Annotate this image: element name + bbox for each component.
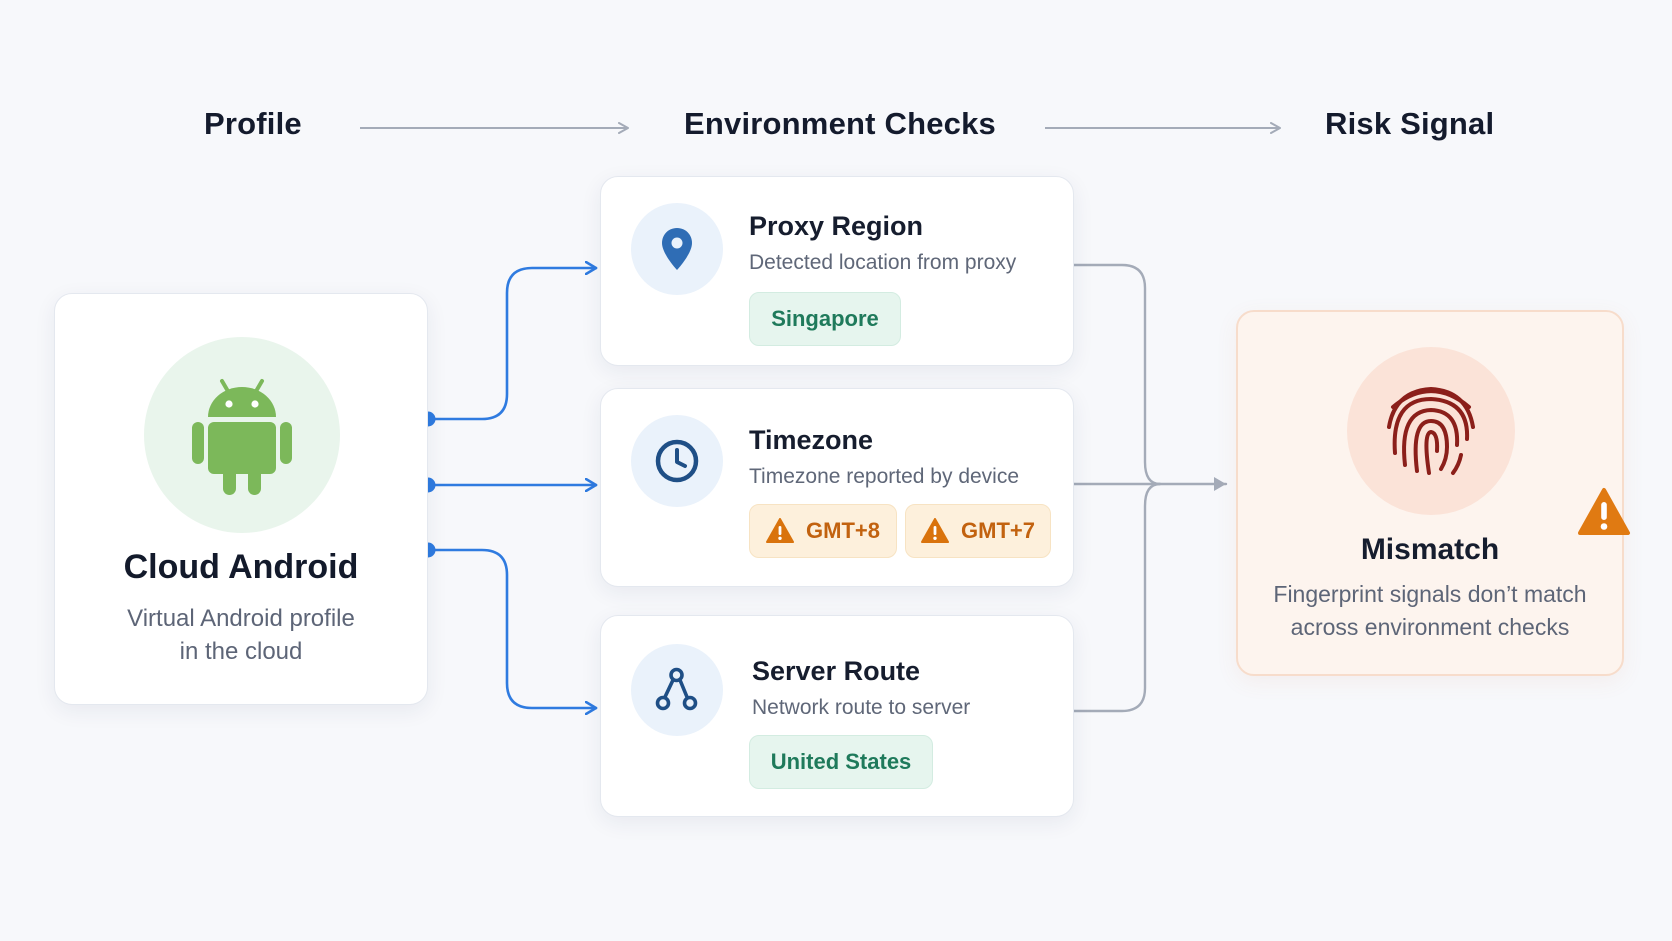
risk-title: Mismatch [1360,533,1500,566]
value-gmt-plus-8-text: GMT+8 [806,518,880,543]
check-subtitle-proxy-region: Detected location from proxy [749,251,1017,274]
connector-to-route [426,548,598,708]
column-title-risk-signal: Risk Signal [1325,106,1495,141]
proxy-icon-disc [631,203,723,295]
check-title-server-route: Server Route [752,656,921,686]
connector-to-proxy [426,268,598,421]
fingerprint-icon [1387,386,1475,475]
column-title-environment-checks: Environment Checks [684,106,996,141]
android-icon [192,379,292,495]
profile-card[interactable]: Cloud Android Virtual Android profile in… [54,293,428,705]
route-icon-disc [631,644,723,736]
route-icon [655,667,698,711]
fingerprint-icon-disc [1347,347,1630,535]
check-card-server-route[interactable]: Server Route Network route to server Uni… [600,615,1074,817]
check-subtitle-timezone: Timezone reported by device [749,465,1020,488]
risk-subtitle-line-1: Fingerprint signals don’t match [1273,581,1587,607]
column-title-profile: Profile [204,106,302,141]
warning-badge-icon [1578,488,1630,535]
check-card-proxy-region[interactable]: Proxy Region Detected location from prox… [600,176,1074,366]
risk-subtitle-line-2: across environment checks [1290,614,1570,640]
timezone-icon-disc [631,415,723,507]
profile-title: Cloud Android [123,548,359,586]
check-title-timezone: Timezone [749,425,874,455]
checks-to-risk-connectors [1072,263,1228,713]
android-icon-disc [144,337,340,533]
profile-subtitle-line-2: in the cloud [179,638,303,665]
check-title-proxy-region: Proxy Region [749,211,924,241]
merge-from-proxy [1072,263,1162,486]
profile-subtitle-line-1: Virtual Android profile [127,605,355,632]
profile-subtitle: Virtual Android profile in the cloud [95,602,387,668]
check-card-timezone[interactable]: Timezone Timezone reported by device GMT… [600,388,1074,587]
value-gmt-plus-7-text: GMT+7 [961,518,1035,543]
check-subtitle-server-route: Network route to server [752,696,971,719]
risk-subtitle: Fingerprint signals don’t match across e… [1258,578,1602,644]
value-badge-singapore: Singapore [749,292,901,346]
value-badge-gmt-plus-7: GMT+7 [905,504,1051,558]
location-pin-icon [662,228,692,270]
profile-to-checks-connectors [426,268,598,708]
value-badge-gmt-plus-8: GMT+8 [749,504,897,558]
risk-signal-card[interactable]: Mismatch Fingerprint signals don’t match… [1236,310,1630,676]
merge-from-route [1072,482,1162,713]
warning-icon [921,518,950,543]
warning-icon [766,518,795,543]
value-badge-united-states: United States [749,735,933,789]
clock-icon [655,439,699,483]
